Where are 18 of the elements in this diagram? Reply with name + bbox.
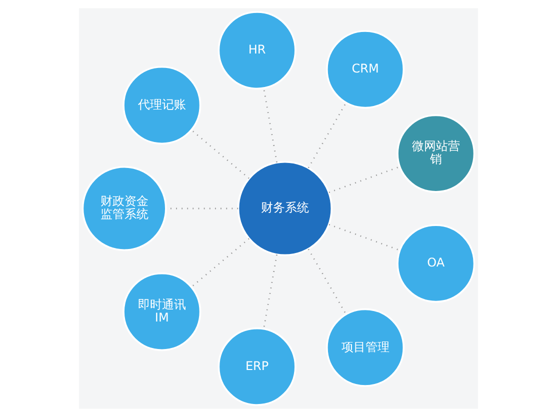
node-circle: HR (217, 11, 296, 90)
connector (190, 130, 249, 179)
connector (328, 224, 400, 251)
node-circle: 财务系统 (236, 160, 332, 256)
node-circle: CRM (325, 30, 404, 109)
node-circle: 财政资金监管系统 (81, 166, 166, 252)
connector (190, 238, 249, 288)
node-circle: 项目管理 (325, 308, 404, 387)
connector (262, 254, 277, 329)
connector (307, 248, 346, 315)
connector (262, 88, 277, 162)
connector (328, 166, 400, 194)
node-circle: ERP (217, 327, 296, 406)
node-circle: 即时通讯IM (122, 272, 201, 352)
node-circle: 微网站营销 (396, 114, 475, 193)
node-circle: 代理记账 (122, 66, 201, 145)
connector (307, 102, 346, 168)
node-circle: OA (396, 224, 475, 303)
